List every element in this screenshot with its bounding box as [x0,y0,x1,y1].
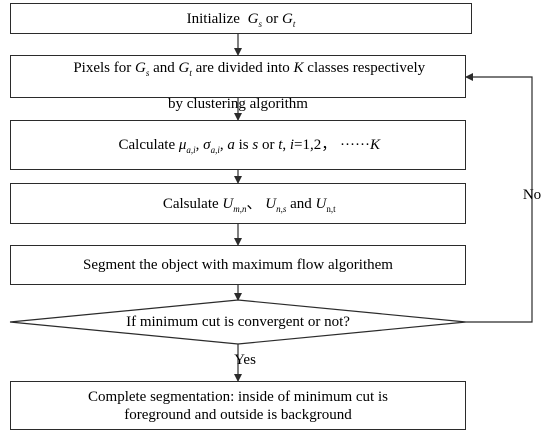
sigma-symbol: σ [203,137,211,153]
segment-text: Segment the object with maximum flow alg… [83,257,393,273]
complete-line2: foreground and outside is background [124,406,352,423]
u-mn-subscript: m,n [233,203,247,214]
comma: , [195,137,204,153]
clustering-box: Pixels for Gs and Gt are divided into K … [10,55,466,112]
initialize-text: Initialize [186,10,240,27]
range-text: =1,2， ······ [294,137,370,153]
mu-symbol: μ [178,137,187,153]
gs-symbol: G [135,59,146,76]
clustering-line2: by clustering algorithm [168,95,308,112]
and-text: and [149,59,179,76]
t-symbol: t [278,137,283,153]
or-text: or [262,10,283,27]
s-symbol: s [252,137,259,153]
edge-no-loop [465,73,533,323]
and-text: and [286,195,316,212]
or-text: or [258,137,279,153]
k-symbol: K [369,137,380,153]
gt-symbol: G [282,10,293,27]
u-nt-symbol: U [315,195,327,212]
yes-label: Yes [234,352,256,368]
calsulate-prefix: Calsulate [162,195,223,212]
is-text: is [234,137,253,153]
complete-line1: Complete segmentation: inside of minimum… [88,388,388,405]
comma: , [282,137,290,153]
u-ns-symbol: U [265,195,277,212]
u-ns-subscript: n,s [276,203,287,214]
calculate-box: Calculate μa,i, σa,i, a is s or t, i=1,2… [10,120,466,170]
decision-text: If minimum cut is convergent or not? [126,314,350,330]
k-symbol: K [293,59,304,76]
calculate-prefix: Calculate [118,137,179,153]
gs-subscript: s [145,67,150,78]
gt-subscript: t [189,67,192,78]
gs-subscript: s [258,18,263,29]
decision-label: If minimum cut is convergent or not? [60,312,416,332]
a-symbol: a [227,137,235,153]
gt-symbol: G [178,59,190,76]
segment-box: Segment the object with maximum flow alg… [10,245,466,285]
comma: , [219,137,228,153]
initialize-box: Initialize Gs or Gt [10,3,472,34]
i-symbol: i [289,137,295,153]
gs-symbol: G [247,10,259,27]
clustering-line1-a: Pixels for [73,59,135,76]
calsulate-box: Calsulate Um,n、 Un,s and Un,t [10,183,466,224]
sigma-subscript: a,i [210,145,220,155]
separator: 、 [246,195,266,212]
clustering-line1-c: classes respectively [303,59,426,76]
clustering-line1-b: are divided into [191,59,294,76]
mu-subscript: a,i [186,145,196,155]
u-nt-subscript: n,t [326,203,336,214]
u-mn-symbol: U [222,195,234,212]
gt-subscript: t [292,18,296,29]
no-label: No [522,187,542,203]
complete-box: Complete segmentation: inside of minimum… [10,381,466,430]
